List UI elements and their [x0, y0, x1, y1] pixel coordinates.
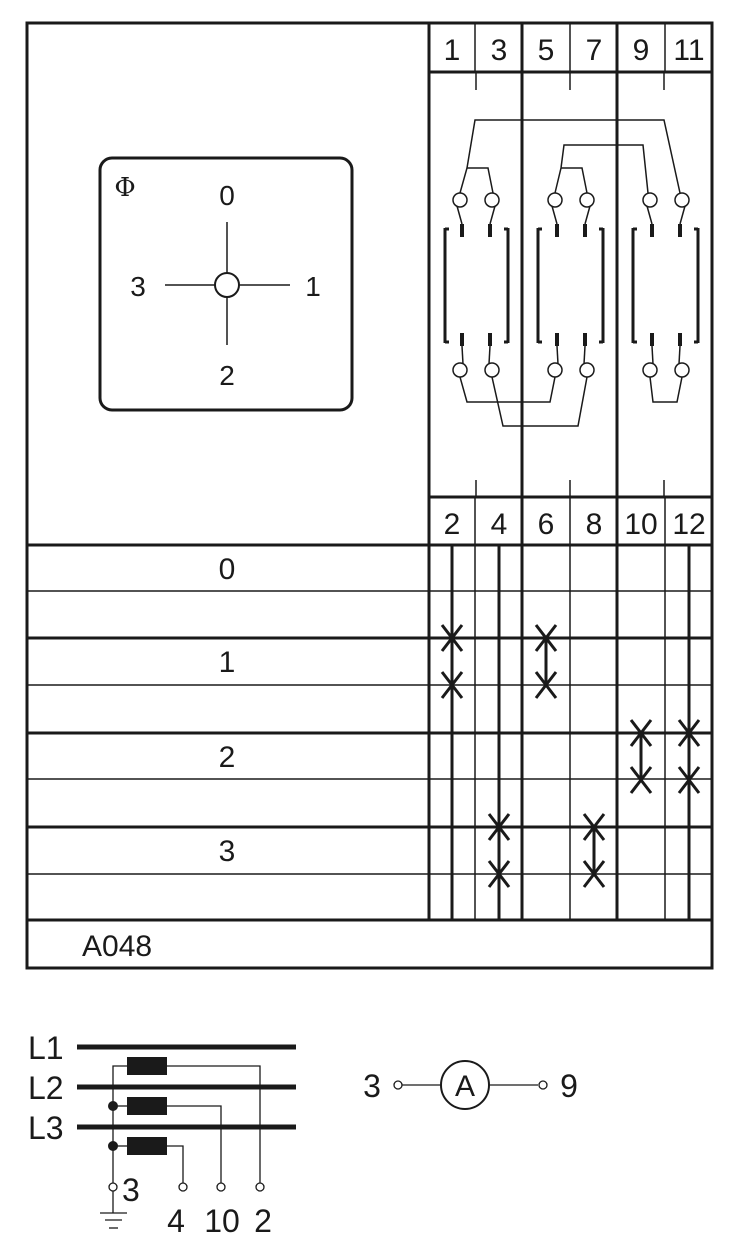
terminal-top-5: 5	[538, 34, 555, 67]
terminal-top-9: 9	[633, 34, 650, 67]
terminal-top-3: 3	[491, 34, 508, 67]
wiring-terminal-10: 10	[204, 1203, 240, 1239]
current-transformer-2	[127, 1097, 167, 1115]
line-label-l1: L1	[28, 1030, 64, 1066]
ammeter-symbol: A	[455, 1070, 475, 1103]
terminal-bottom-12: 12	[672, 508, 705, 541]
contact-pairs	[443, 192, 700, 378]
contact-mechanism	[459, 119, 683, 427]
position-label-0: 0	[219, 553, 236, 586]
wiring-terminal-2: 2	[254, 1203, 272, 1239]
closed-contact-cross-icon	[534, 671, 558, 699]
contact-terminal-icon	[642, 362, 658, 378]
wiring-diagram: L1 L2 L3 3 4 10 2	[28, 1030, 296, 1239]
closed-contact-cross-icon	[629, 766, 653, 794]
terminal-bottom-2: 2	[444, 508, 461, 541]
closed-contact-cross-icon	[534, 624, 558, 652]
contact-terminal-icon	[579, 192, 595, 208]
position-labels: 0 1 2 3	[219, 553, 236, 868]
terminal-top-11: 11	[673, 34, 704, 67]
contact-terminal-icon	[674, 362, 690, 378]
switching-crosses	[440, 624, 701, 888]
position-label-3: 3	[219, 835, 236, 868]
closed-contact-cross-icon	[629, 719, 653, 747]
dial-position-2: 2	[219, 360, 235, 391]
ammeter-terminal-right: 9	[560, 1068, 578, 1104]
wiring-terminal-4: 4	[167, 1203, 185, 1239]
wiring-terminal-3: 3	[122, 1172, 140, 1208]
contact-terminal-icon	[674, 192, 690, 208]
contact-terminal-icon	[452, 192, 468, 208]
dial-position-0: 0	[219, 180, 235, 211]
closed-contact-cross-icon	[487, 813, 511, 841]
terminal-bottom-4: 4	[491, 508, 508, 541]
closed-contact-cross-icon	[487, 860, 511, 888]
closed-contact-cross-icon	[582, 860, 606, 888]
terminal-bottom-8: 8	[586, 508, 603, 541]
contact-grid	[427, 23, 712, 920]
knob-dial: Φ 0 1 2 3	[98, 156, 354, 412]
line-label-l3: L3	[28, 1110, 64, 1146]
terminal-top-7: 7	[586, 34, 603, 67]
contact-terminal-icon	[484, 192, 500, 208]
closed-contact-cross-icon	[440, 624, 464, 652]
position-label-1: 1	[219, 646, 236, 679]
current-transformer-1	[127, 1057, 167, 1075]
closed-contact-cross-icon	[677, 766, 701, 794]
contact-terminal-icon	[642, 192, 658, 208]
dial-position-1: 1	[305, 271, 321, 302]
ammeter-terminal-left: 3	[363, 1068, 381, 1104]
terminal-top-1: 1	[444, 34, 461, 67]
contact-terminal-icon	[547, 192, 563, 208]
closed-contact-cross-icon	[582, 813, 606, 841]
diagram-code: A048	[82, 930, 152, 963]
contact-terminal-icon	[452, 362, 468, 378]
dial-position-3: 3	[130, 271, 146, 302]
closed-contact-cross-icon	[677, 719, 701, 747]
line-label-l2: L2	[28, 1070, 64, 1106]
phi-symbol: Φ	[114, 173, 135, 203]
closed-contact-cross-icon	[440, 671, 464, 699]
ammeter: 3 A 9	[363, 1060, 578, 1110]
contact-terminal-icon	[484, 362, 500, 378]
position-label-2: 2	[219, 741, 236, 774]
terminal-bottom-6: 6	[538, 508, 555, 541]
contact-terminal-icon	[547, 362, 563, 378]
contact-terminal-icon	[579, 362, 595, 378]
switching-table	[27, 543, 712, 922]
current-transformer-3	[127, 1137, 167, 1155]
terminal-bottom-10: 10	[624, 508, 657, 541]
